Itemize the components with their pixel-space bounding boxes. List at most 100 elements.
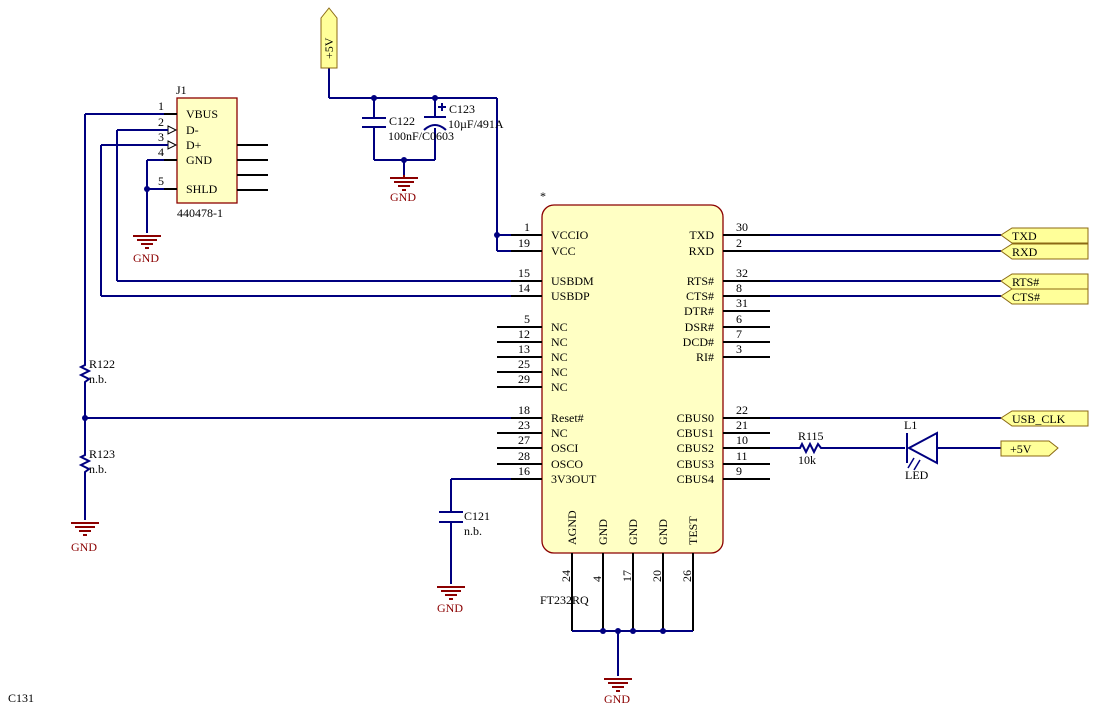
resistor-r122: R122 n.b. (78, 357, 115, 386)
gnd-r123: GND (71, 522, 99, 554)
ic-pin-name: GND (656, 519, 670, 545)
ic-pin-number: 30 (736, 220, 748, 234)
light-ray-icon (913, 459, 921, 471)
light-ray-icon (907, 457, 915, 469)
ic-pin-name: CBUS1 (677, 426, 714, 440)
gnd-label: GND (71, 540, 97, 554)
ic-pin-number: 9 (736, 464, 742, 478)
power-port-label: +5V (322, 37, 336, 59)
junction-dot (630, 628, 636, 634)
capacitor-c121: C121 n.b. (439, 509, 490, 538)
ic-pin-number: 12 (518, 327, 530, 341)
ic-pin-name: Reset# (551, 411, 584, 425)
ic-pin-name: RI# (696, 350, 714, 364)
ic-pin-name: RTS# (687, 274, 714, 288)
resistor-zigzag (797, 441, 825, 455)
port-shape (1000, 410, 1089, 427)
junctions (82, 95, 666, 634)
c121-value: n.b. (464, 524, 482, 538)
port-shape (1000, 273, 1089, 290)
r122-ref: R122 (89, 357, 115, 371)
connector-pin-number: 3 (158, 130, 164, 144)
connector-pin-number: 5 (158, 174, 164, 188)
r123-value: n.b. (89, 462, 107, 476)
ic-pin-number: 22 (736, 403, 748, 417)
ic-pin-name: VCC (551, 244, 576, 258)
ic-pin-name: USBDM (551, 274, 594, 288)
port-shape (1000, 440, 1059, 457)
ic-pin-number: 2 (736, 236, 742, 250)
ic-pin-number: 20 (650, 570, 664, 582)
ic-pin-name: 3V3OUT (551, 472, 597, 486)
ic-pin-number: 21 (736, 418, 748, 432)
ic-pin-name: NC (551, 426, 568, 440)
led-l1: L1 LED (904, 418, 938, 482)
port-label: +5V (1010, 442, 1032, 456)
ic-pin-name: NC (551, 365, 568, 379)
gnd-label: GND (390, 190, 416, 204)
c123-ref: C123 (449, 102, 475, 116)
connector-pin-name: VBUS (186, 107, 218, 121)
port-txd: TXD (1000, 227, 1089, 244)
c123-value: 10µF/491A (448, 117, 504, 131)
ic-ft232rq: * FT232RQ 1VCCIO19VCC15USBDM14USBDP5NC12… (497, 189, 770, 607)
ic-pin-number: 32 (736, 266, 748, 280)
resistor-zigzag (78, 452, 92, 476)
input-arrow-icon (167, 140, 178, 150)
connector-pin-number: 4 (158, 145, 164, 159)
ic-pin-name: VCCIO (551, 228, 589, 242)
capacitor-plate (423, 124, 447, 131)
resistor-zigzag (78, 362, 92, 386)
ic-pin-name: GND (596, 519, 610, 545)
resistor-r115: R115 10k (797, 429, 825, 467)
port-usb-clk: USB_CLK (1000, 410, 1089, 427)
port-shape (1000, 288, 1089, 305)
ic-pin-name: NC (551, 380, 568, 394)
ic-pin-name: CBUS3 (677, 457, 714, 471)
ic-pin-number: 7 (736, 327, 742, 341)
r122-value: n.b. (89, 372, 107, 386)
ic-pin-name: DSR# (685, 320, 714, 334)
power-port-5v: +5V (320, 7, 338, 69)
ic-pin-number: 17 (620, 570, 634, 582)
capacitor-c123: C123 10µF/491A (423, 102, 504, 131)
ic-pin-number: 28 (518, 449, 530, 463)
ic-pin-name: CBUS2 (677, 441, 714, 455)
ic-pin-number: 26 (680, 570, 694, 582)
gnd-label: GND (133, 251, 159, 265)
junction-dot (615, 628, 621, 634)
r115-value: 10k (798, 453, 816, 467)
gnd-label: GND (604, 692, 630, 706)
c121-ref: C121 (464, 509, 490, 523)
gnd-j1: GND (133, 235, 161, 265)
ic-pin-name: CBUS4 (677, 472, 714, 486)
ic-pin-name: USBDP (551, 289, 590, 303)
ic-pin-number: 27 (518, 433, 530, 447)
ic-pin-number: 4 (590, 576, 604, 582)
ic-pin-number: 10 (736, 433, 748, 447)
r115-ref: R115 (798, 429, 824, 443)
gnd-label: GND (437, 601, 463, 615)
c122-value: 100nF/C0603 (388, 129, 454, 143)
port-label: RXD (1012, 245, 1038, 259)
port-label: USB_CLK (1012, 412, 1066, 426)
port-label: CTS# (1012, 290, 1040, 304)
ic-pin-name: OSCI (551, 441, 578, 455)
junction-dot (600, 628, 606, 634)
ic-pin-number: 24 (559, 570, 573, 582)
gnd-ic: GND (604, 678, 632, 706)
gnd-c122: GND (390, 175, 418, 204)
port-rts: RTS# (1000, 273, 1089, 290)
ic-pin-name: NC (551, 320, 568, 334)
ic-pin-name: NC (551, 335, 568, 349)
junction-dot (371, 95, 377, 101)
connector-pin-number: 2 (158, 115, 164, 129)
ic-pin-number: 1 (524, 220, 530, 234)
r123-ref: R123 (89, 447, 115, 461)
port-shape (320, 7, 338, 69)
ic-part-label: FT232RQ (540, 593, 589, 607)
ic-pin-number: 14 (518, 281, 530, 295)
capacitor-c122: C122 100nF/C0603 (362, 114, 454, 143)
ic-pin-name: TEST (686, 516, 700, 545)
